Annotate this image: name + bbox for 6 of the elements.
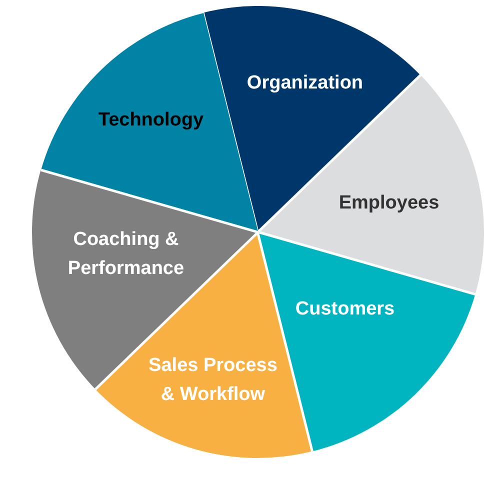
slice-label: Coaching & Performance xyxy=(66,228,186,281)
slice-label: Sales Process & Workflow xyxy=(148,354,278,407)
slice-label: Technology xyxy=(98,108,204,132)
slice-label: Employees xyxy=(338,191,440,216)
slice-label: Customers xyxy=(295,298,395,322)
slice-label: Organization xyxy=(246,72,364,96)
